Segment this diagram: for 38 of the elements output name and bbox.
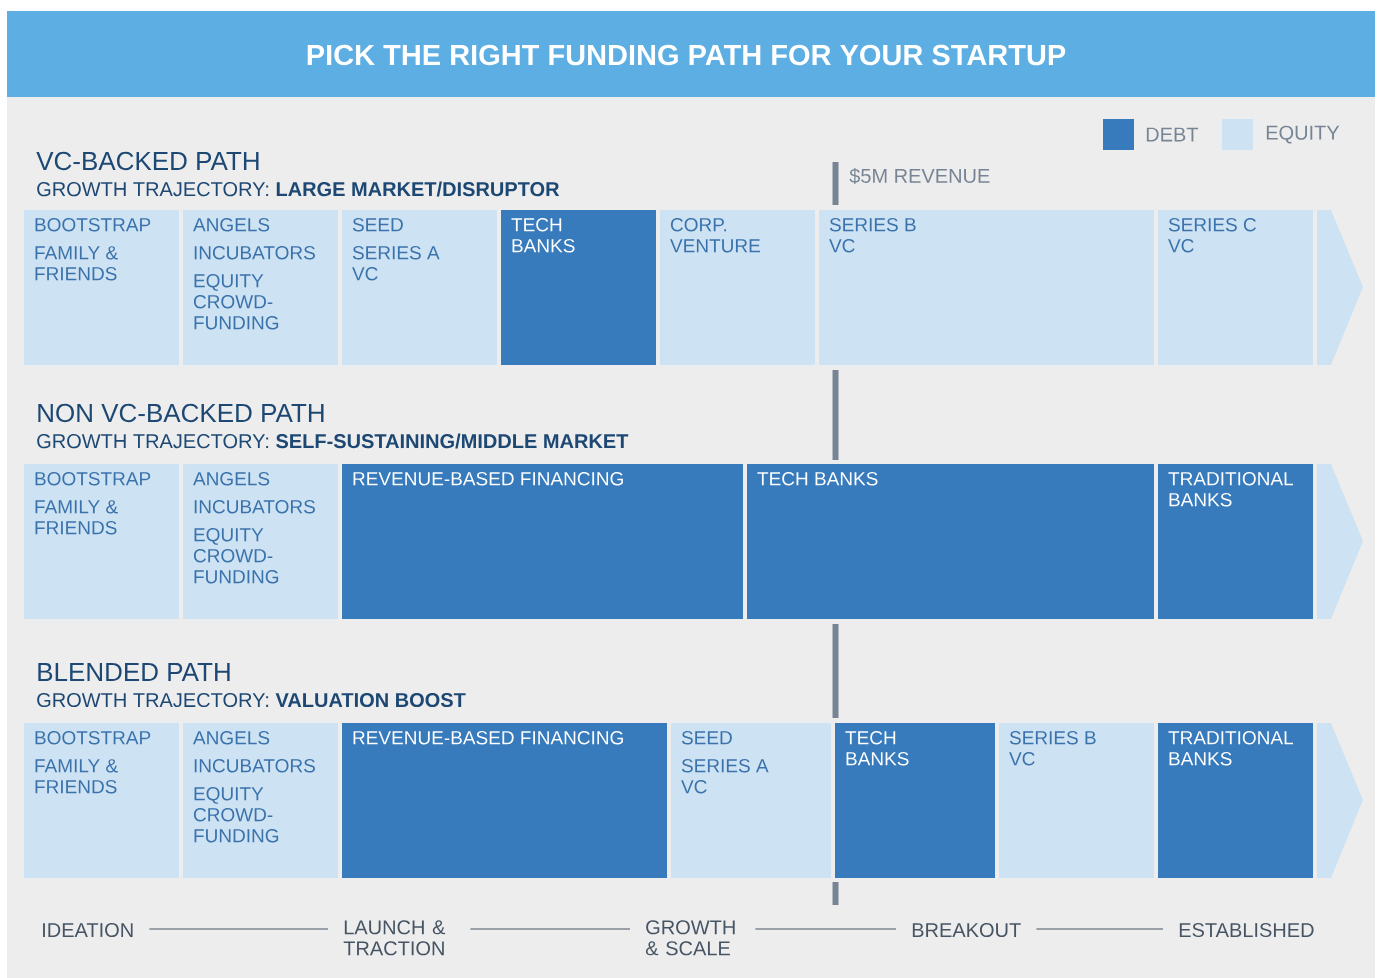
funding-cell: TECH BANKS [501,210,656,365]
path-heading: VC-BACKED PATH [36,151,259,171]
funding-cell: SERIES B VC [999,723,1154,878]
trajectory-text: GROWTH TRAJECTORY: VALUATION BOOST [37,692,466,708]
funding-cell: ANGELS INCUBATORS EQUITY CROWD-FUNDING [183,464,338,619]
legend-label: EQUITY [1266,125,1340,144]
funding-cell: BOOTSTRAP FAMILY & FRIENDS [24,464,179,619]
funding-cell: TRADITIONAL BANKS [1158,464,1313,619]
path-heading: BLENDED PATH [38,663,230,681]
funding-cell: TRADITIONAL BANKS [1158,723,1313,878]
timeline-line [1035,928,1164,930]
trajectory-text: GROWTH TRAJECTORY: SELF-SUSTAINING/MIDDLE MARKET [37,433,629,449]
stage-label: GROWTH & SCALE [645,920,735,956]
stage-label: ESTABLISHED [1179,922,1314,938]
path-heading: NON VC-BACKED PATH [38,403,324,423]
funding-cell: REVENUE-BASED FINANCING [342,464,743,619]
funding-cell: SEED SERIES A VC [342,210,497,365]
stage-label: BREAKOUT [912,922,1021,938]
funding-cell: ANGELS INCUBATORS EQUITY CROWD-FUNDING [183,210,338,365]
timeline-line [148,928,329,930]
milestone-label: $5M REVENUE [849,167,990,185]
funding-cell: BOOTSTRAP FAMILY & FRIENDS [24,210,179,365]
funding-cell: ANGELS INCUBATORS EQUITY CROWD-FUNDING [183,723,338,878]
funding-cell: REVENUE-BASED FINANCING [342,723,667,878]
funding-cell: TECH BANKS [747,464,1154,619]
funding-cell: SERIES C VC [1158,210,1313,365]
stage-label: LAUNCH & TRACTION [343,920,446,956]
trajectory-text: GROWTH TRAJECTORY: LARGE MARKET/DISRUPTOR [37,181,560,197]
funding-cell: CORP. VENTURE [660,210,815,365]
timeline-line [469,928,631,930]
stage-label: IDEATION [43,922,133,938]
title-banner: PICK THE RIGHT FUNDING PATH FOR YOUR STARTUP [7,11,1375,97]
funding-cell: SERIES B VC [819,210,1154,365]
timeline-line [754,928,897,930]
funding-cell: TECH BANKS [835,723,995,878]
legend-label: DEBT [1146,127,1199,142]
funding-cell: SEED SERIES A VC [671,723,831,878]
funding-cell: BOOTSTRAP FAMILY & FRIENDS [24,723,179,878]
